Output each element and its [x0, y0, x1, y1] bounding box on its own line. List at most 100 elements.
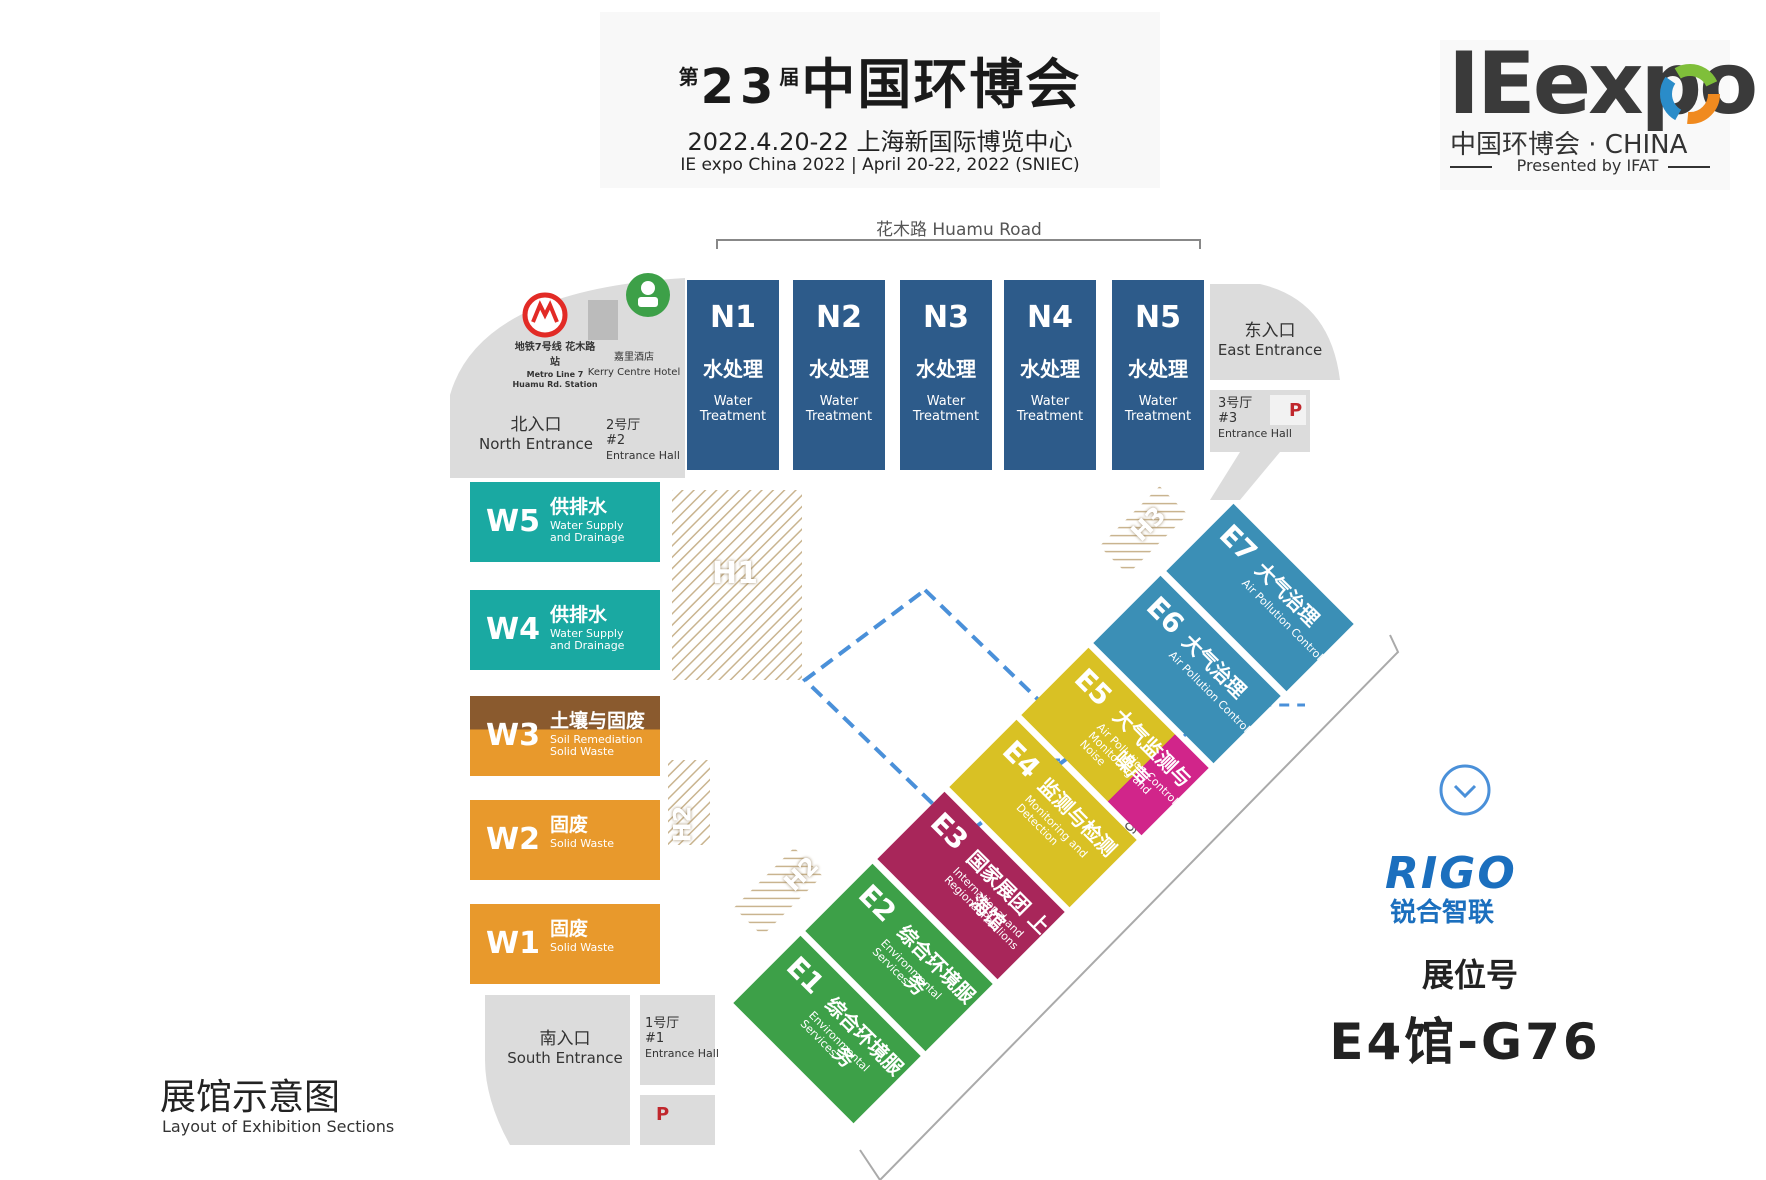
logo-cn: 中国环博会 · CHINA: [1450, 130, 1688, 160]
hall2-cn: 2号厅: [606, 418, 641, 433]
h2-west-area: [668, 760, 710, 845]
hall-code: W3: [486, 718, 540, 753]
hall-code: E1: [779, 949, 831, 1001]
booth-label: 展位号: [1421, 956, 1518, 994]
hall1-box: [640, 995, 715, 1085]
hall-code: E2: [851, 877, 903, 929]
venue-map-outline: [450, 239, 1400, 1180]
north-entrance-en: North Entrance: [479, 435, 593, 453]
legend-subtitle: Layout of Exhibition Sections: [162, 1117, 395, 1136]
hall-cn: 水处理: [1128, 357, 1188, 381]
hall-code: N4: [1027, 300, 1073, 335]
divider: [1668, 166, 1710, 168]
hall-cn: 固废: [550, 814, 589, 836]
hall-code: N5: [1135, 300, 1181, 335]
hall-en: Treatment: [805, 409, 873, 424]
logo-presented-by: Presented by IFAT: [1516, 156, 1659, 175]
hall-en: Water: [713, 394, 753, 409]
hotel-en: Kerry Centre Hotel: [587, 367, 681, 378]
road-bracket: [716, 239, 1201, 249]
hall-n1[interactable]: N1 水处理 Water Treatment: [687, 280, 779, 470]
south-entrance-cn: 南入口: [539, 1029, 591, 1049]
hall-code: N1: [710, 300, 756, 335]
hotel-cn: 嘉里酒店: [614, 352, 654, 363]
h2-west-label: H2: [668, 805, 697, 843]
hall-cn: 水处理: [916, 357, 976, 381]
hall2-label: 2号厅 #2 Entrance Hall: [606, 418, 680, 463]
hall-en: Solid Waste: [550, 837, 615, 850]
hall-code: E5: [1067, 661, 1119, 713]
hall-n3[interactable]: N3 水处理 Water Treatment: [900, 280, 992, 470]
hall-en: Treatment: [699, 409, 767, 424]
hall-w1[interactable]: W1 固废 Solid Waste: [470, 904, 660, 984]
hall-code: W2: [486, 822, 540, 857]
building-icon: [588, 300, 618, 340]
parking-south-label: P: [656, 1104, 670, 1125]
hotel-label: 嘉里酒店 Kerry Centre Hotel: [586, 350, 682, 380]
hall-cn: 供排水: [550, 496, 608, 518]
header-panel: [600, 12, 1160, 188]
booth-number: E4馆-G76: [1329, 1013, 1601, 1071]
east-entrance-cn: 东入口: [1244, 321, 1296, 341]
hall-n5[interactable]: N5 水处理 Water Treatment: [1112, 280, 1204, 470]
hall2-num: #2: [606, 433, 626, 448]
hall-en: Water: [1138, 394, 1178, 409]
rigo-logo: RIGO: [1385, 848, 1517, 899]
hall-code: W4: [486, 612, 540, 647]
hall-code: E3: [923, 805, 975, 857]
hall1-num: #1: [645, 1031, 665, 1046]
chevron-down-icon: [1439, 764, 1491, 816]
title-main: 中国环博会: [801, 53, 1082, 116]
hall-n2[interactable]: N2 水处理 Water Treatment: [793, 280, 885, 470]
hall-w2[interactable]: W2 固废 Solid Waste: [470, 800, 660, 880]
hall-en: Water: [819, 394, 859, 409]
hall-cn: 土壤与固废: [550, 710, 646, 732]
hall-en: Water: [1030, 394, 1070, 409]
east-entrance-label: 东入口 East Entrance: [1210, 316, 1330, 359]
south-entrance-en: South Entrance: [507, 1049, 623, 1067]
hall-cn: 水处理: [1020, 357, 1080, 381]
north-entrance-label: 北入口 North Entrance: [476, 410, 596, 453]
south-entrance-label: 南入口 South Entrance: [500, 1024, 630, 1067]
hall2-en: Entrance Hall: [606, 449, 680, 462]
hall-cn: 水处理: [809, 357, 869, 381]
hall-en: Treatment: [1016, 409, 1084, 424]
h3-area: [1099, 486, 1188, 575]
hall-en: Water: [926, 394, 966, 409]
hall-code: N3: [923, 300, 969, 335]
longyang-road-line: [859, 634, 1400, 1180]
metro-icon-m: [531, 300, 559, 323]
hall-n4[interactable]: N4 水处理 Water Treatment: [1004, 280, 1096, 470]
h2-east-area: [734, 847, 823, 936]
metro-en: Metro Line 7 Huamu Rd. Station: [512, 370, 598, 389]
hall2-box: [603, 410, 685, 472]
hall-code: N2: [816, 300, 862, 335]
event-date-venue: 2022.4.20-22 上海新国际博览中心: [687, 128, 1073, 156]
hall-code: E6: [1139, 589, 1191, 641]
south-entrance-area: [485, 995, 630, 1145]
hall3-label: 3号厅 #3 Entrance Hall: [1218, 396, 1292, 441]
hall3-cn: 3号厅: [1218, 396, 1253, 411]
metro-cn: 地铁7号线 花木路站: [514, 342, 596, 368]
hall-code: W5: [486, 504, 540, 539]
hall-en: Treatment: [912, 409, 980, 424]
hall-cn: 固废: [550, 918, 589, 940]
east-entrance-en: East Entrance: [1217, 341, 1323, 359]
hall3-en: Entrance Hall: [1218, 427, 1292, 440]
hall1-cn: 1号厅: [645, 1016, 680, 1031]
hall-code: E7: [1212, 517, 1264, 569]
hall1-en: Entrance Hall: [645, 1047, 719, 1060]
logo-ring-icon: [1660, 64, 1720, 124]
h1-label: H1: [712, 556, 758, 591]
legend-title: 展馆示意图: [160, 1077, 341, 1118]
metro-label: 地铁7号线 花木路站 Metro Line 7 Huamu Rd. Statio…: [510, 340, 600, 390]
connector: [1210, 452, 1280, 500]
hall1-label: 1号厅 #1 Entrance Hall: [645, 1016, 719, 1061]
hall-cn: 供排水: [550, 604, 608, 626]
